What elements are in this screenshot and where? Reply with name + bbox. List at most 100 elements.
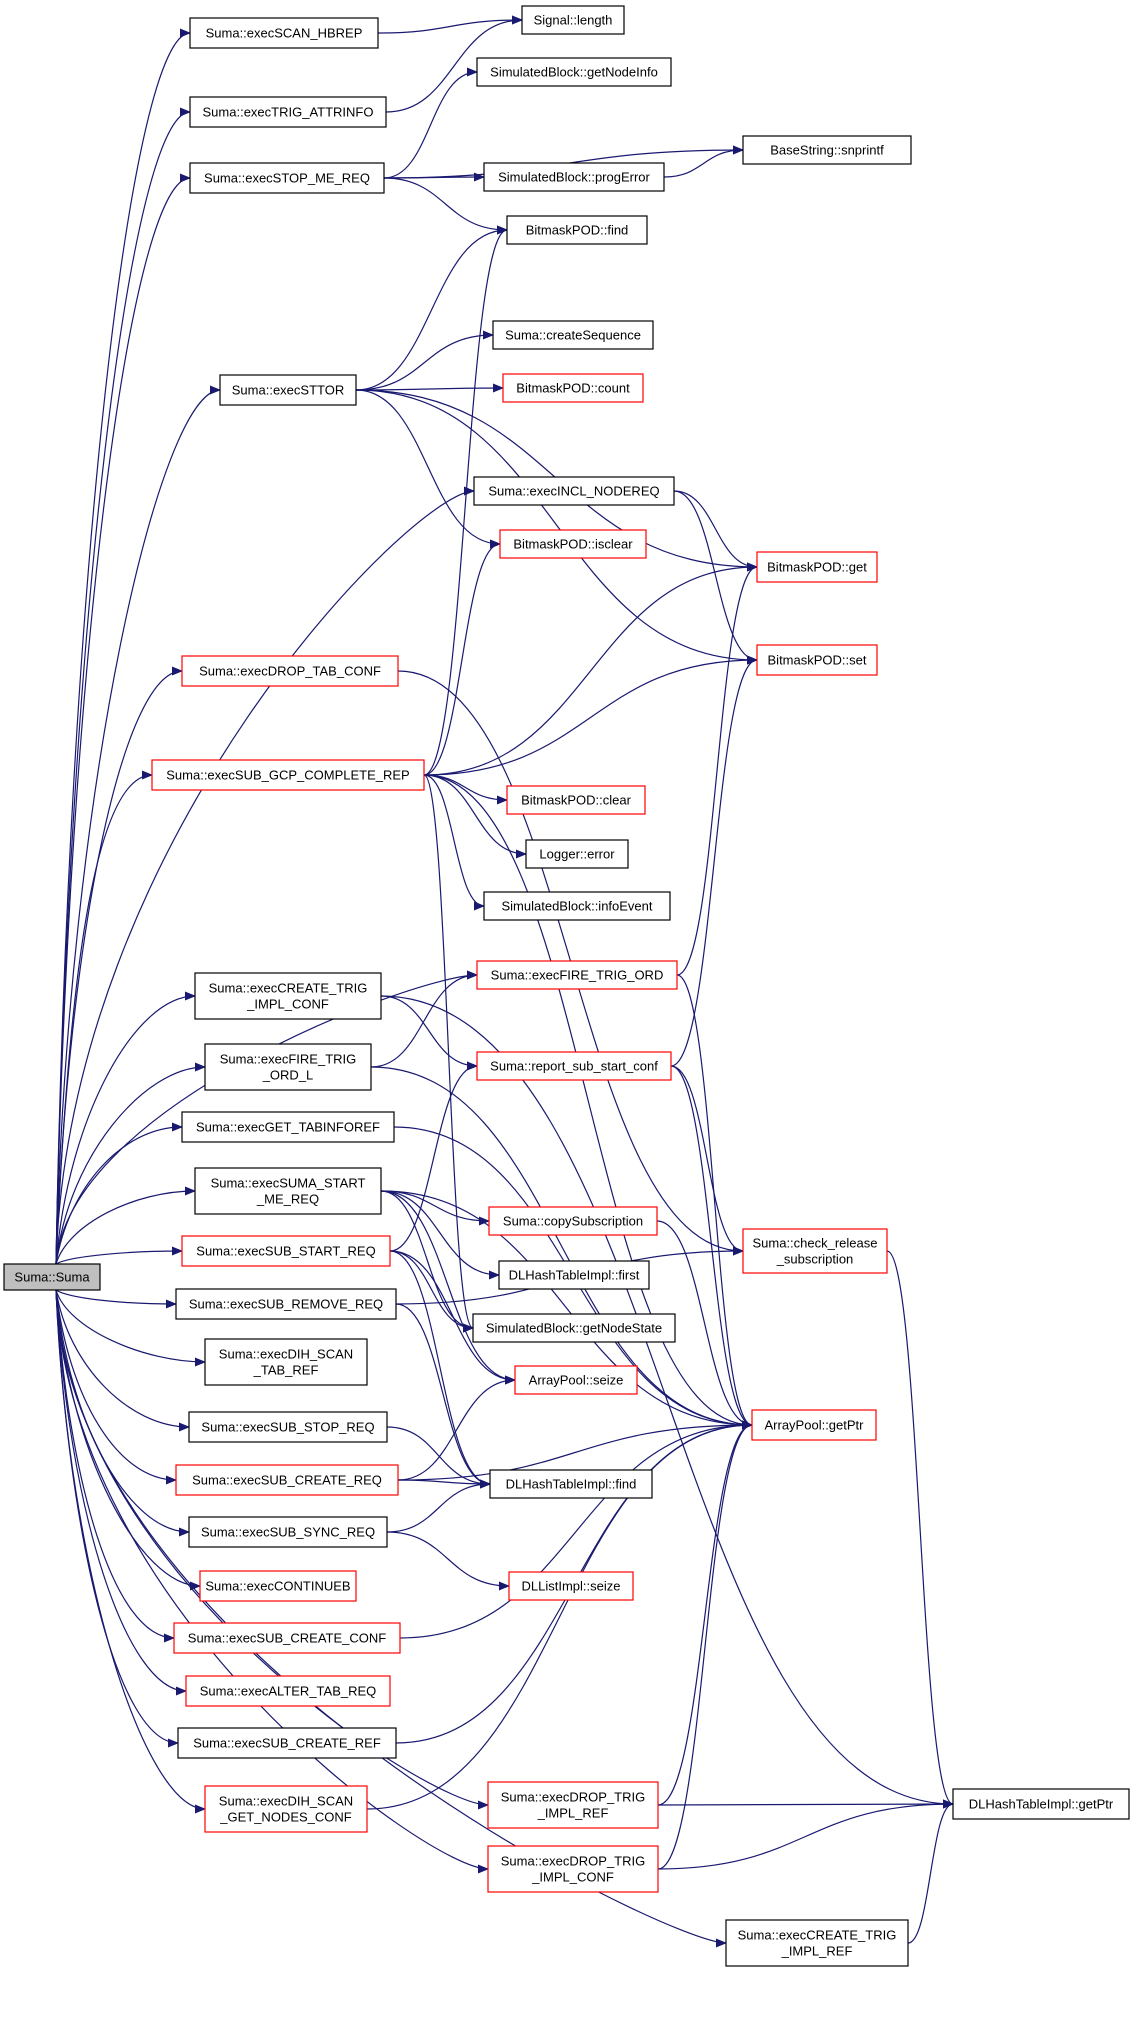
node-label: _ORD_L bbox=[262, 1068, 314, 1083]
node-create-trig-ref[interactable]: Suma::execCREATE_TRIG_IMPL_REF bbox=[725, 1919, 909, 1967]
node-label: Suma::execSUB_START_REQ bbox=[196, 1244, 375, 1259]
node-signal-length[interactable]: Signal::length bbox=[521, 5, 625, 35]
node-box bbox=[173, 1622, 401, 1654]
node-label: Suma::execSTOP_ME_REQ bbox=[204, 171, 370, 186]
node-trig-attr[interactable]: Suma::execTRIG_ATTRINFO bbox=[189, 96, 387, 128]
node-stop-me[interactable]: Suma::execSTOP_ME_REQ bbox=[189, 162, 385, 194]
node-sub-create-conf[interactable]: Suma::execSUB_CREATE_CONF bbox=[173, 1622, 401, 1654]
node-logger-error[interactable]: Logger::error bbox=[525, 839, 629, 869]
node-infoevent[interactable]: SimulatedBlock::infoEvent bbox=[483, 891, 671, 921]
node-label: Signal::length bbox=[534, 13, 613, 28]
node-box bbox=[502, 373, 644, 403]
edge-root-to-sub-stop bbox=[55, 1289, 190, 1432]
edge-sub-start-to-getnodestate bbox=[389, 1250, 474, 1333]
edge-root-to-stop-me bbox=[55, 173, 191, 1265]
node-box bbox=[756, 644, 878, 676]
node-label: DLHashTableImpl::find bbox=[506, 1477, 637, 1492]
node-label: SimulatedBlock::getNodeInfo bbox=[490, 65, 658, 80]
node-sub-create-ref[interactable]: Suma::execSUB_CREATE_REF bbox=[177, 1727, 397, 1759]
edge-sub-create-req-to-ap-seize bbox=[397, 1375, 516, 1481]
node-dih-scan-ref[interactable]: Suma::execDIH_SCAN_TAB_REF bbox=[204, 1338, 368, 1386]
node-sub-stop[interactable]: Suma::execSUB_STOP_REQ bbox=[188, 1411, 388, 1443]
node-box bbox=[742, 135, 912, 165]
node-bm-clear[interactable]: BitmaskPOD::clear bbox=[506, 785, 646, 815]
node-label: Suma::execSUB_STOP_REQ bbox=[201, 1420, 374, 1435]
node-bm-set[interactable]: BitmaskPOD::set bbox=[756, 644, 878, 676]
node-box bbox=[725, 1919, 909, 1967]
node-ap-getptr[interactable]: ArrayPool::getPtr bbox=[751, 1409, 877, 1441]
node-box bbox=[177, 1727, 397, 1759]
node-box bbox=[181, 1111, 395, 1143]
node-create-trig-conf[interactable]: Suma::execCREATE_TRIG_IMPL_CONF bbox=[194, 972, 382, 1020]
node-sub-gcp[interactable]: Suma::execSUB_GCP_COMPLETE_REP bbox=[151, 759, 425, 791]
node-fire-trig-ord[interactable]: Suma::execFIRE_TRIG_ORD bbox=[476, 960, 678, 990]
node-sub-start[interactable]: Suma::execSUB_START_REQ bbox=[181, 1235, 391, 1267]
edge-sub-gcp-to-bm-set bbox=[423, 655, 758, 776]
node-progerror[interactable]: SimulatedBlock::progError bbox=[483, 162, 665, 192]
node-continueb[interactable]: Suma::execCONTINUEB bbox=[199, 1570, 357, 1602]
node-check-release[interactable]: Suma::check_release_subscription bbox=[742, 1228, 888, 1274]
edge-root-to-trig-attr bbox=[55, 107, 191, 1265]
edge-incl-node-to-bm-get bbox=[673, 490, 758, 572]
edge-sub-stop-to-dlh-find bbox=[386, 1426, 491, 1489]
node-getnodestate[interactable]: SimulatedBlock::getNodeState bbox=[472, 1313, 676, 1343]
node-box bbox=[189, 96, 387, 128]
node-bm-count[interactable]: BitmaskPOD::count bbox=[502, 373, 644, 403]
node-box bbox=[508, 1571, 634, 1601]
node-sub-remove[interactable]: Suma::execSUB_REMOVE_REQ bbox=[175, 1288, 397, 1320]
node-box bbox=[525, 839, 629, 869]
node-dlh-getptr[interactable]: DLHashTableImpl::getPtr bbox=[952, 1788, 1130, 1820]
node-label: Suma::execCREATE_TRIG bbox=[738, 1928, 897, 1943]
node-bm-isclear[interactable]: BitmaskPOD::isclear bbox=[499, 529, 647, 559]
edge-root-to-sub-create-ref bbox=[55, 1289, 179, 1748]
edge-root-to-suma-start bbox=[55, 1186, 196, 1265]
node-sttor[interactable]: Suma::execSTTOR bbox=[219, 374, 357, 406]
edge-root-to-sub-start bbox=[55, 1246, 183, 1265]
node-box bbox=[476, 960, 678, 990]
node-dlh-find[interactable]: DLHashTableImpl::find bbox=[489, 1469, 653, 1499]
node-bm-find[interactable]: BitmaskPOD::find bbox=[506, 215, 648, 245]
edge-check-release-to-dlh-getptr bbox=[886, 1250, 954, 1809]
node-drop-trig-ref[interactable]: Suma::execDROP_TRIG_IMPL_REF bbox=[487, 1781, 659, 1829]
node-box bbox=[487, 1845, 659, 1893]
node-createseq[interactable]: Suma::createSequence bbox=[492, 320, 654, 350]
node-getnodeinfo[interactable]: SimulatedBlock::getNodeInfo bbox=[476, 57, 672, 87]
node-ap-seize[interactable]: ArrayPool::seize bbox=[514, 1365, 638, 1395]
node-root[interactable]: Suma::Suma bbox=[3, 1263, 101, 1291]
edge-create-trig-conf-to-dlh-getptr bbox=[380, 995, 954, 1809]
node-box bbox=[751, 1409, 877, 1441]
node-get-tabinforef[interactable]: Suma::execGET_TABINFOREF bbox=[181, 1111, 395, 1143]
node-box bbox=[476, 1051, 672, 1081]
node-sub-sync[interactable]: Suma::execSUB_SYNC_REQ bbox=[188, 1516, 388, 1548]
node-sub-create-req[interactable]: Suma::execSUB_CREATE_REQ bbox=[175, 1464, 399, 1496]
node-box bbox=[472, 1313, 676, 1343]
node-label: Suma::check_release bbox=[752, 1236, 877, 1251]
node-drop-trig-conf[interactable]: Suma::execDROP_TRIG_IMPL_CONF bbox=[487, 1845, 659, 1893]
node-bm-get[interactable]: BitmaskPOD::get bbox=[756, 551, 878, 583]
node-label: Suma::report_sub_start_conf bbox=[490, 1059, 658, 1074]
edge-sttor-to-bm-isclear bbox=[355, 389, 501, 549]
node-dll-seize[interactable]: DLListImpl::seize bbox=[508, 1571, 634, 1601]
node-report-sub[interactable]: Suma::report_sub_start_conf bbox=[476, 1051, 672, 1081]
node-label: SimulatedBlock::infoEvent bbox=[501, 899, 652, 914]
node-incl-node[interactable]: Suma::execINCL_NODEREQ bbox=[473, 476, 675, 506]
node-label: BitmaskPOD::get bbox=[767, 560, 867, 575]
edge-incl-node-to-bm-set bbox=[673, 490, 758, 665]
node-fire-trig-l[interactable]: Suma::execFIRE_TRIG_ORD_L bbox=[204, 1043, 372, 1091]
node-box bbox=[521, 5, 625, 35]
node-label: Logger::error bbox=[539, 847, 615, 862]
edge-create-trig-conf-to-report-sub bbox=[380, 995, 478, 1071]
node-dih-nodes-conf[interactable]: Suma::execDIH_SCAN_GET_NODES_CONF bbox=[204, 1785, 368, 1833]
edge-sub-start-to-dlh-find bbox=[389, 1250, 491, 1489]
node-label: BitmaskPOD::find bbox=[526, 223, 629, 238]
node-scan-hbrep[interactable]: Suma::execSCAN_HBREP bbox=[189, 17, 379, 49]
node-snprintf[interactable]: BaseString::snprintf bbox=[742, 135, 912, 165]
node-suma-start[interactable]: Suma::execSUMA_START_ME_REQ bbox=[194, 1167, 382, 1215]
node-alter-tab[interactable]: Suma::execALTER_TAB_REQ bbox=[185, 1675, 391, 1707]
edge-sub-sync-to-dll-seize bbox=[386, 1531, 510, 1591]
node-label: Suma::createSequence bbox=[505, 328, 641, 343]
node-copysub[interactable]: Suma::copySubscription bbox=[488, 1206, 658, 1236]
edge-create-trig-ref-to-dlh-getptr bbox=[907, 1799, 954, 1944]
node-drop-tab-conf[interactable]: Suma::execDROP_TAB_CONF bbox=[181, 655, 399, 687]
node-dlh-first[interactable]: DLHashTableImpl::first bbox=[498, 1260, 650, 1290]
